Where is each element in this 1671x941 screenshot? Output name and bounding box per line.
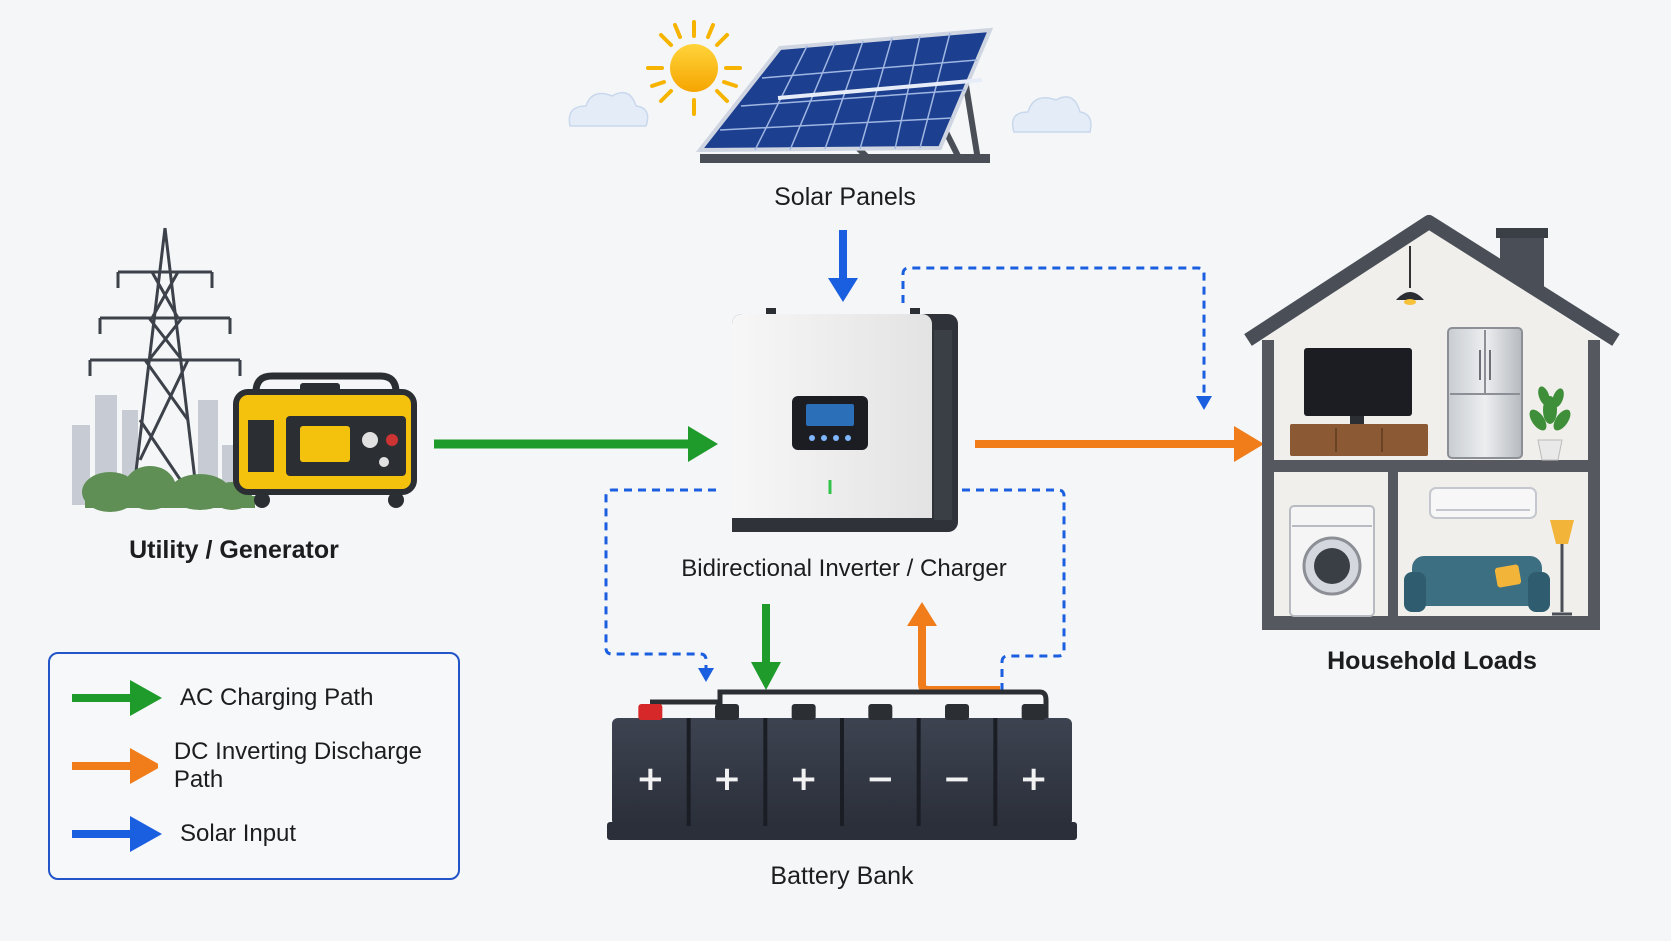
- orange-arrow-icon: [72, 748, 158, 784]
- ac-charging-arrow: [434, 426, 718, 462]
- battery-cell-sign: +: [713, 759, 742, 799]
- inverter-icon: [732, 308, 958, 532]
- cloud-icon-right: [1011, 96, 1092, 133]
- sofa-icon: [1404, 556, 1550, 612]
- battery-positive-terminal: [638, 704, 663, 720]
- battery-to-inverter-dashed-path: [962, 488, 1066, 694]
- solar-panel-icon: [695, 27, 994, 163]
- solar-to-loads-dashed-path: [901, 266, 1212, 410]
- battery-bank-icon: + + + − − +: [607, 689, 1077, 840]
- battery-cell-post: [791, 704, 816, 720]
- utility-generator-label: Utility / Generator: [129, 536, 339, 564]
- legend-label: AC Charging Path: [180, 684, 374, 711]
- inverter-label: Bidirectional Inverter / Charger: [681, 555, 1006, 582]
- washing-machine-icon: [1289, 505, 1375, 617]
- battery-cell-post: [715, 704, 739, 720]
- floor-lamp-icon: [1550, 520, 1574, 616]
- household-loads-label: Household Loads: [1327, 647, 1537, 675]
- legend-label: Solar Input: [180, 820, 297, 847]
- legend-item-dc-discharge: DC Inverting Discharge Path: [70, 738, 458, 793]
- battery-cell-sign: +: [636, 759, 665, 799]
- blue-arrow-icon: [72, 816, 162, 852]
- solar-panels-label: Solar Panels: [774, 183, 916, 211]
- battery-cell-post: [1021, 704, 1046, 720]
- dc-discharge-to-loads-arrow: [975, 426, 1264, 462]
- battery-cell-sign: +: [1019, 759, 1048, 799]
- solar-to-battery-dashed-path: [604, 488, 716, 682]
- legend-label: DC Inverting Discharge Path: [173, 738, 422, 793]
- dc-discharge-from-battery-arrow: [907, 602, 1000, 694]
- battery-cell-post: [945, 704, 969, 720]
- tv-icon: [1290, 348, 1428, 456]
- battery-cell-sign: −: [943, 759, 972, 799]
- battery-cell-sign: +: [789, 759, 818, 799]
- cloud-icon-left: [568, 91, 649, 127]
- plant-icon: [1529, 386, 1571, 461]
- refrigerator-icon: [1447, 327, 1523, 459]
- solar-input-arrow: [828, 230, 858, 302]
- transmission-tower-icon: [88, 227, 242, 506]
- green-arrow-icon: [72, 680, 162, 716]
- legend: AC Charging Path DC Inverting Discharge …: [48, 652, 460, 880]
- ac-charge-battery-arrow: [751, 604, 781, 690]
- battery-cell-post: [868, 704, 893, 720]
- battery-bank-label: Battery Bank: [770, 862, 914, 890]
- battery-cell-sign: −: [866, 759, 895, 799]
- sun-icon: [646, 20, 742, 116]
- generator-icon: [233, 372, 417, 508]
- legend-item-solar-input: Solar Input: [70, 814, 296, 854]
- air-conditioner-icon: [1429, 487, 1537, 519]
- legend-item-ac-charging: AC Charging Path: [70, 678, 373, 718]
